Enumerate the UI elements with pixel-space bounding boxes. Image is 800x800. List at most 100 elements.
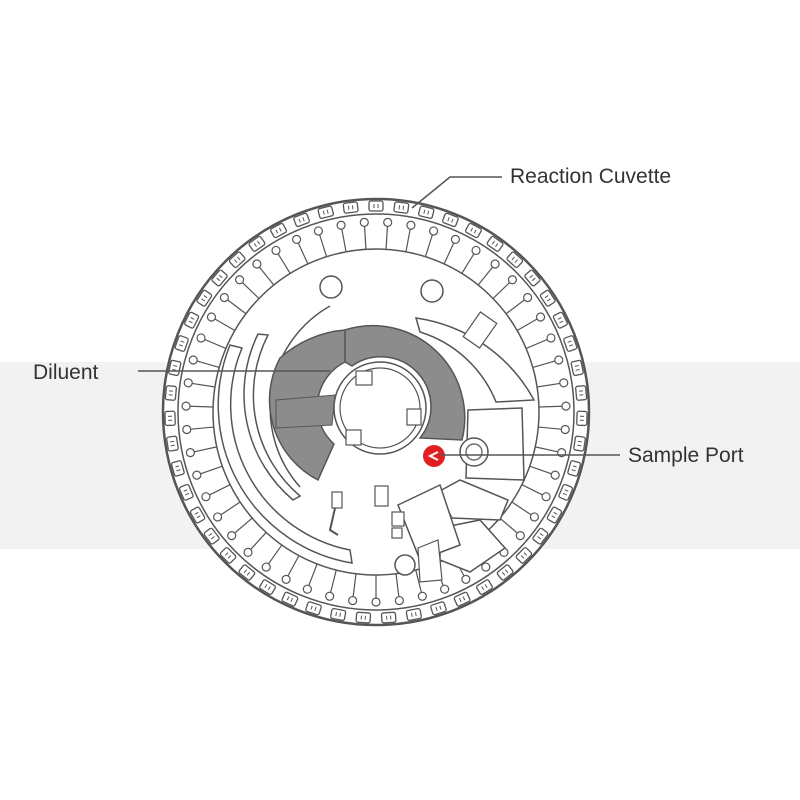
hub-tab-right (406, 408, 422, 426)
cuvette-divider (278, 227, 282, 232)
hub-tab-bottom (345, 429, 362, 446)
cuvette-divider (511, 256, 516, 261)
reaction-cuvette (570, 359, 584, 377)
cuvette-channel (385, 226, 389, 250)
cuvette-inlet (461, 574, 471, 584)
cuvette-divider (481, 586, 485, 591)
cuvette-divider (447, 217, 450, 222)
diluent-label: Diluent (33, 361, 99, 384)
cuvette-channel (204, 338, 227, 350)
cuvette-channel (341, 229, 347, 252)
reaction-cuvette-label: Reaction Cuvette (510, 165, 672, 188)
vent-hole-left (319, 275, 343, 299)
cuvette-divider (302, 217, 305, 222)
cuvette-divider (190, 317, 195, 320)
reaction-cuvette (506, 251, 524, 268)
cuvette-channel (190, 405, 214, 408)
cuvette-divider (253, 243, 257, 247)
cuvette-channel (297, 242, 309, 265)
bottom-pocket (417, 539, 443, 583)
cuvette-divider (564, 489, 569, 492)
cuvette-inlet (243, 547, 253, 558)
cuvette-divider (257, 240, 261, 245)
cuvette-divider (208, 532, 213, 537)
cuvette-divider (544, 295, 549, 299)
cuvette-divider (243, 569, 247, 574)
cuvette-divider (462, 596, 466, 601)
cuvette-divider (170, 444, 175, 447)
cuvette-divider (176, 469, 181, 472)
reaction-cuvette (552, 311, 568, 329)
reaction-cuvette (166, 435, 179, 452)
cuvette-channel (220, 501, 241, 516)
cuvette-channel (538, 405, 562, 408)
siphon-chamber (331, 491, 343, 509)
reaction-cuvette (430, 601, 447, 616)
cuvette-channel (190, 426, 214, 430)
cuvette-divider (172, 368, 177, 371)
cuvette-inlet (535, 312, 546, 322)
reaction-cuvette (196, 289, 213, 307)
cuvette-divider (194, 511, 199, 515)
cuvette-inlet (227, 531, 237, 541)
cuvette-divider (411, 612, 413, 617)
reaction-cuvette (442, 212, 459, 228)
cuvette-divider (539, 532, 544, 537)
cuvette-divider (568, 344, 574, 347)
cuvette-divider (267, 586, 271, 591)
cuvette-divider (173, 365, 178, 367)
cuvette-channel (461, 253, 475, 274)
reaction-cuvette (178, 483, 194, 501)
cuvette-inlet (529, 512, 539, 522)
cuvette-divider (314, 606, 317, 611)
vent-hole-bottom (394, 554, 416, 576)
cuvette-channel (250, 532, 267, 550)
reaction-cuvette (558, 483, 574, 501)
reaction-cuvette (238, 564, 256, 581)
cuvette-channel (405, 229, 411, 252)
cuvette-channel-group (181, 217, 571, 607)
cuvette-inlet (561, 401, 571, 411)
cuvette-inlet (291, 234, 302, 244)
cuvette-channel (287, 555, 300, 577)
cuvette-channel (308, 563, 318, 586)
cuvette-channel (443, 242, 455, 265)
cuvette-channel (532, 360, 556, 368)
reaction-cuvette (496, 564, 514, 581)
reaction-cuvette (248, 235, 266, 252)
cuvette-inlet (219, 292, 229, 303)
cuvette-inlet (348, 595, 358, 606)
reaction-cuvette (355, 611, 372, 624)
cuvette-divider (575, 368, 580, 371)
cuvette-divider (414, 612, 417, 617)
diluent-chamber-wedge (275, 394, 336, 429)
cuvette-divider (529, 274, 533, 279)
cuvette-divider (501, 571, 506, 576)
cuvette-inlet (234, 275, 245, 285)
cuvette-divider (335, 612, 338, 617)
reaction-cuvette (305, 601, 322, 616)
cuvette-inlet (428, 226, 439, 236)
cuvette-channel (242, 282, 260, 299)
cuvette-channel (525, 338, 548, 350)
reaction-cuvette (174, 335, 189, 352)
cuvette-channel (511, 501, 532, 516)
reaction-cuvette (576, 410, 588, 427)
reaction-cuvette (168, 359, 182, 377)
cuvette-divider (546, 298, 551, 302)
cuvette-divider (322, 210, 325, 215)
cuvette-divider (571, 469, 576, 472)
cuvette-channel (214, 318, 236, 332)
cuvette-inlet (196, 333, 206, 343)
cuvette-divider (246, 571, 251, 576)
upper-right-compartment (414, 317, 536, 403)
reaction-cuvette (405, 607, 422, 622)
reaction-cuvette (164, 410, 176, 427)
cuvette-divider (185, 492, 190, 496)
cuvette-inlet (261, 562, 271, 572)
reaction-cuvette-group (164, 200, 588, 624)
cuvette-inlet (185, 448, 195, 458)
cuvette-divider (180, 340, 185, 343)
cuvette-inlet (550, 470, 560, 480)
cuvette-inlet (281, 574, 291, 584)
